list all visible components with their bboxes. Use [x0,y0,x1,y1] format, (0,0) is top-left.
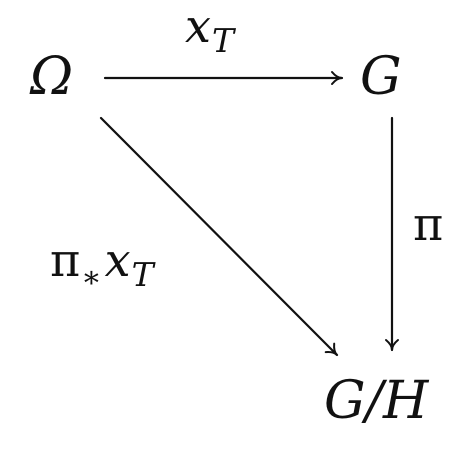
label-g-to-quotient: π [413,197,443,251]
arrow-omega-to-quotient [99,116,339,357]
label-omega-to-quotient-pi: π [50,233,80,287]
node-g: G [360,47,402,107]
label-omega-to-g-main: x [185,0,211,53]
label-omega-to-quotient-star: ∗ [81,260,101,295]
label-omega-to-g: xT [185,0,237,60]
svg-text:xT: xT [185,0,237,60]
svg-text:π∗xT: π∗xT [50,233,157,295]
label-omega-to-quotient-x: x [105,233,131,287]
label-omega-to-g-subscript: T [212,21,237,60]
label-omega-to-quotient-subscript: T [132,255,157,294]
label-omega-to-quotient: π∗xT [50,233,157,295]
node-omega: Ω [29,47,73,107]
node-quotient: G/H [324,371,430,431]
